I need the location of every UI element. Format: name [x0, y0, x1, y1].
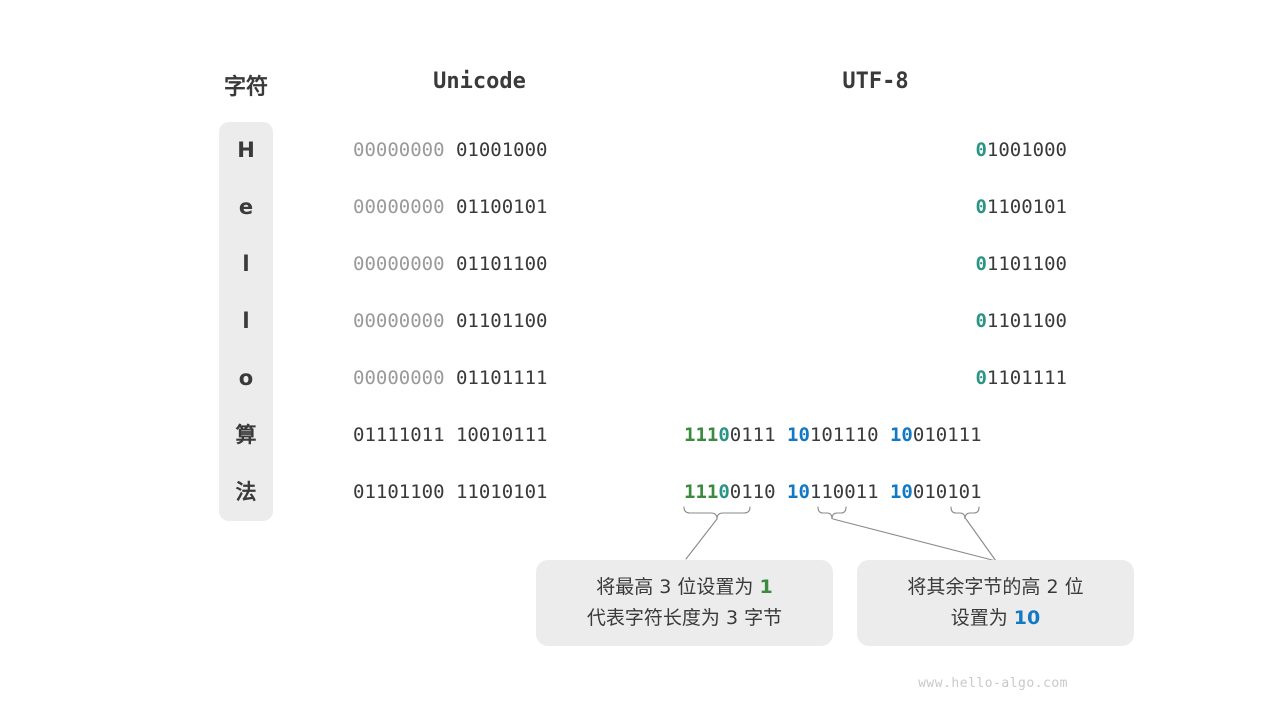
- unicode-low-byte: 01001000: [455, 139, 548, 161]
- utf8-lead-bit: 0: [975, 139, 987, 161]
- site-watermark: www.hello-algo.com: [918, 676, 1068, 691]
- utf8-payload-bits: 1100101: [986, 196, 1067, 218]
- column-header-utf8: UTF-8: [842, 69, 909, 94]
- utf8-lead-bit: 0: [975, 367, 987, 389]
- unicode-low-byte: 01101100: [455, 253, 548, 275]
- unicode-bits: 01101100 11010101: [353, 480, 547, 504]
- unicode-high-byte: 01101100: [353, 481, 445, 503]
- utf8-bits: 01101111: [767, 366, 1067, 390]
- utf8-payload-bits: 1101100: [986, 253, 1067, 275]
- character-cell: 法: [235, 480, 257, 504]
- utf8-bits: 11100111 10101110 10010111: [684, 423, 982, 447]
- unicode-low-byte: 01101111: [455, 367, 548, 389]
- character-cell: l: [242, 309, 250, 333]
- utf8-marker-terminator-bit: 0: [718, 481, 730, 503]
- character-cell: H: [237, 138, 255, 162]
- callout-left-line-2: 代表字符长度为 3 字节: [586, 607, 783, 629]
- unicode-bits: 01111011 10010111: [353, 423, 547, 447]
- callout-left-line-1-text: 将最高 3 位设置为: [596, 576, 760, 598]
- utf8-bits: 01101100: [767, 309, 1067, 333]
- unicode-high-byte: 00000000: [353, 196, 445, 218]
- callout-length-marker: 将最高 3 位设置为 1 代表字符长度为 3 字节: [536, 560, 833, 646]
- unicode-high-byte: 00000000: [353, 139, 445, 161]
- utf8-payload-bits: 0110: [729, 481, 776, 503]
- utf8-marker-terminator-bit: 0: [718, 424, 730, 446]
- utf8-payload-bits: 010101: [912, 481, 982, 503]
- utf8-bits: 01001000: [767, 138, 1067, 162]
- column-header-unicode: Unicode: [433, 69, 526, 94]
- character-cell: 算: [235, 423, 257, 447]
- callout-continuation-marker: 将其余字节的高 2 位 设置为 10: [857, 560, 1134, 646]
- utf8-continuation-marker-bits: 10: [889, 481, 913, 503]
- utf8-bits: 11100110 10110011 10010101: [684, 480, 982, 504]
- character-column-panel: [219, 122, 273, 521]
- character-cell: e: [238, 195, 254, 219]
- utf8-bits: 01101100: [767, 252, 1067, 276]
- utf8-payload-bits: 1101100: [986, 310, 1067, 332]
- utf8-payload-bits: 110011: [809, 481, 879, 503]
- callout-right-highlight: 10: [1013, 607, 1041, 629]
- utf8-bits: 01100101: [767, 195, 1067, 219]
- unicode-low-byte: 01100101: [455, 196, 548, 218]
- unicode-bits: 00000000 01101100: [353, 309, 547, 333]
- utf8-length-marker-bits: 111: [684, 481, 719, 503]
- utf8-continuation-marker-bits: 10: [889, 424, 913, 446]
- utf8-payload-bits: 1101111: [986, 367, 1067, 389]
- utf8-continuation-marker-bits: 10: [787, 424, 810, 446]
- utf8-lead-bit: 0: [975, 253, 987, 275]
- unicode-low-byte: 01101100: [455, 310, 548, 332]
- unicode-bits: 00000000 01101100: [353, 252, 547, 276]
- utf8-length-marker-bits: 111: [684, 424, 719, 446]
- callout-left-line-1: 将最高 3 位设置为 1: [596, 572, 772, 603]
- utf8-lead-bit: 0: [975, 196, 987, 218]
- utf8-payload-bits: 101110: [809, 424, 879, 446]
- callout-right-line-1: 将其余字节的高 2 位: [907, 576, 1084, 598]
- unicode-high-byte: 00000000: [353, 253, 445, 275]
- utf8-payload-bits: 1001000: [986, 139, 1067, 161]
- character-cell: l: [242, 252, 250, 276]
- unicode-low-byte: 10010111: [455, 424, 548, 446]
- unicode-bits: 00000000 01101111: [353, 366, 547, 390]
- character-cell: o: [238, 366, 254, 390]
- utf8-continuation-marker-bits: 10: [787, 481, 810, 503]
- callout-right-line-2-text: 设置为: [950, 607, 1014, 629]
- column-header-character: 字符: [223, 75, 268, 100]
- callout-left-highlight: 1: [759, 576, 773, 598]
- unicode-bits: 00000000 01001000: [353, 138, 547, 162]
- unicode-high-byte: 00000000: [353, 367, 445, 389]
- callout-right-line-2: 设置为 10: [951, 603, 1041, 634]
- unicode-high-byte: 00000000: [353, 310, 445, 332]
- utf8-lead-bit: 0: [975, 310, 987, 332]
- unicode-low-byte: 11010101: [455, 481, 548, 503]
- unicode-bits: 00000000 01100101: [353, 195, 547, 219]
- unicode-high-byte: 01111011: [353, 424, 445, 446]
- utf8-payload-bits: 010111: [912, 424, 982, 446]
- utf8-payload-bits: 0111: [729, 424, 776, 446]
